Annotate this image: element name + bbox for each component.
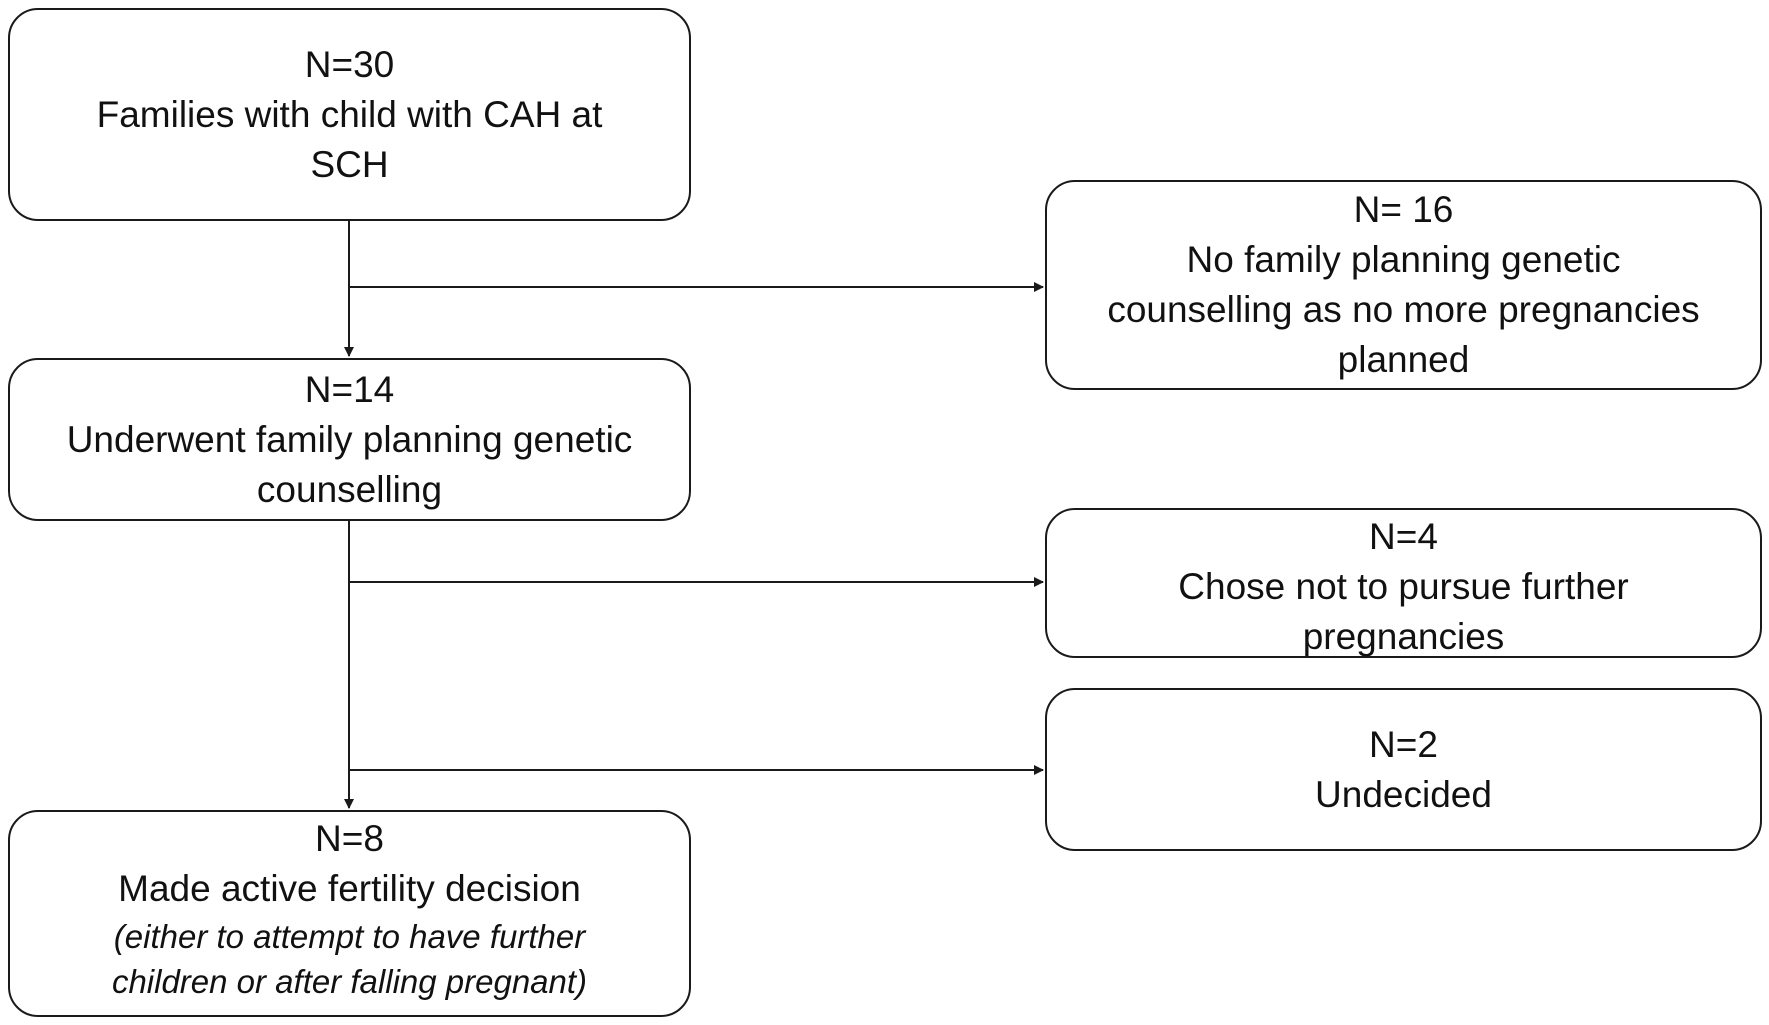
- box-text-line: planned: [1337, 339, 1470, 380]
- box-text-line: counselling as no more pregnancies: [1107, 289, 1700, 330]
- box-active-fertility-decision: N=8 Made active fertility decision (eith…: [8, 810, 691, 1017]
- box-text-line: Families with child with CAH at: [96, 93, 603, 135]
- box-text-line: SCH: [310, 143, 389, 185]
- box-text-line: Underwent family planning genetic: [66, 418, 633, 460]
- box-count: N= 16: [1353, 189, 1454, 230]
- box-undecided: N=2 Undecided: [1045, 688, 1762, 851]
- box-no-counselling: N= 16 No family planning genetic counsel…: [1045, 180, 1762, 390]
- box-underwent-counselling: N=14 Underwent family planning genetic c…: [8, 358, 691, 521]
- box-count: N=2: [1369, 723, 1438, 765]
- box-families-with-cah: N=30 Families with child with CAH at SCH: [8, 8, 691, 221]
- box-text-line: pregnancies: [1302, 616, 1505, 657]
- box-note-line: (either to attempt to have further: [113, 918, 586, 955]
- box-text-line: No family planning genetic: [1186, 239, 1621, 280]
- box-text-line: Undecided: [1315, 773, 1492, 815]
- box-note-line: children or after falling pregnant): [111, 963, 588, 1000]
- box-count: N=14: [304, 368, 395, 410]
- box-count: N=30: [304, 43, 395, 85]
- box-count: N=8: [315, 818, 384, 859]
- box-text-line: counselling: [256, 468, 443, 510]
- box-count: N=4: [1369, 516, 1438, 557]
- box-text-line: Made active fertility decision: [118, 868, 581, 909]
- box-text-line: Chose not to pursue further: [1178, 566, 1629, 607]
- box-no-further-pregnancies: N=4 Chose not to pursue further pregnanc…: [1045, 508, 1762, 658]
